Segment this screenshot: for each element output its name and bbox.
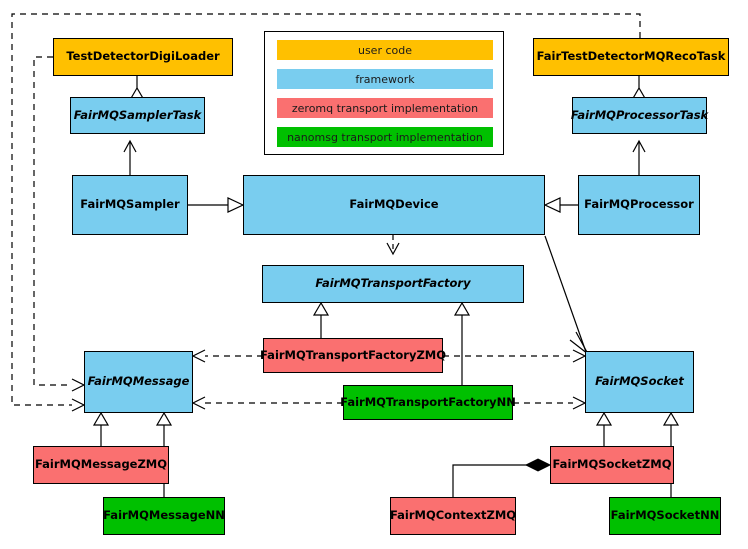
edge-digiloader-message bbox=[33, 56, 72, 386]
class-node-FairMQTransportFactoryNN[interactable]: FairMQTransportFactoryNN bbox=[340, 385, 516, 420]
legend-item-user-code: user code bbox=[277, 40, 493, 60]
class-node-FairMQSocketZMQ[interactable]: FairMQSocketZMQ bbox=[550, 446, 674, 484]
arrowhead-open bbox=[191, 349, 206, 363]
class-node-label: FairMQMessageNN bbox=[103, 508, 225, 523]
class-node-FairMQContextZMQ[interactable]: FairMQContextZMQ bbox=[390, 497, 516, 535]
arrowhead-open bbox=[71, 398, 86, 412]
class-node-FairMQSampler[interactable]: FairMQSampler bbox=[72, 175, 188, 235]
class-node-label: FairMQSocket bbox=[595, 374, 684, 389]
legend-item-zeromq: zeromq transport implementation bbox=[277, 98, 493, 118]
class-node-FairMQSamplerTask[interactable]: FairMQSamplerTask bbox=[70, 97, 205, 134]
arrowhead-open bbox=[191, 396, 206, 410]
arrowhead-open bbox=[632, 139, 646, 153]
arrowhead-open bbox=[386, 242, 400, 256]
class-node-FairMQProcessorTask[interactable]: FairMQProcessorTask bbox=[570, 97, 709, 134]
class-node-label: FairMQMessage bbox=[87, 374, 190, 389]
arrowhead-generalization bbox=[662, 411, 680, 426]
class-node-FairMQSocket[interactable]: FairMQSocket bbox=[585, 351, 694, 413]
legend-label: nanomsg transport implementation bbox=[287, 130, 483, 144]
legend-item-framework: framework bbox=[277, 69, 493, 89]
class-node-label: FairMQContextZMQ bbox=[389, 508, 517, 523]
class-node-FairMQProcessor[interactable]: FairMQProcessor bbox=[578, 175, 700, 235]
arrowhead-open bbox=[71, 378, 86, 392]
arrowhead-generalization bbox=[312, 301, 330, 316]
class-node-label: FairMQSampler bbox=[80, 197, 180, 212]
class-node-FairMQSocketNN[interactable]: FairMQSocketNN bbox=[609, 497, 721, 535]
legend-item-nanomsg: nanomsg transport implementation bbox=[277, 127, 493, 147]
class-node-FairMQMessageZMQ[interactable]: FairMQMessageZMQ bbox=[33, 446, 169, 484]
class-node-label: FairMQTransportFactory bbox=[315, 276, 471, 291]
arrowhead-open bbox=[572, 396, 587, 410]
class-node-FairMQMessage[interactable]: FairMQMessage bbox=[84, 351, 193, 413]
arrowhead-generalization bbox=[92, 411, 110, 426]
edge-contextzmq-socketzmq bbox=[452, 464, 536, 497]
arrowhead-composition bbox=[524, 458, 552, 472]
class-node-label: FairMQSocketNN bbox=[610, 508, 720, 523]
class-node-label: FairMQDevice bbox=[349, 197, 439, 212]
class-node-FairMQMessageNN[interactable]: FairMQMessageNN bbox=[103, 497, 225, 535]
legend-panel: user code framework zeromq transport imp… bbox=[264, 31, 504, 155]
class-node-label: FairTestDetectorMQRecoTask bbox=[536, 49, 726, 64]
class-node-label: TestDetectorDigiLoader bbox=[66, 49, 220, 64]
class-node-label: FairMQTransportFactoryZMQ bbox=[260, 347, 447, 362]
class-node-label: FairMQTransportFactoryNN bbox=[340, 394, 516, 409]
arrowhead-open bbox=[572, 349, 587, 363]
arrowhead-generalization bbox=[155, 411, 173, 426]
class-node-FairMQTransportFactory[interactable]: FairMQTransportFactory bbox=[262, 265, 524, 303]
arrowhead-generalization bbox=[227, 197, 245, 213]
arrowhead-generalization bbox=[453, 301, 471, 316]
class-node-TestDetectorDigiLoader[interactable]: TestDetectorDigiLoader bbox=[53, 38, 233, 76]
class-node-FairTestDetectorMQRecoTask[interactable]: FairTestDetectorMQRecoTask bbox=[533, 38, 729, 76]
legend-label: zeromq transport implementation bbox=[291, 101, 479, 115]
class-node-label: FairMQProcessorTask bbox=[570, 107, 709, 122]
class-node-label: FairMQSamplerTask bbox=[73, 107, 202, 122]
legend-label: user code bbox=[357, 43, 413, 57]
class-node-FairMQDevice[interactable]: FairMQDevice bbox=[243, 175, 545, 235]
arrowhead-generalization bbox=[595, 411, 613, 426]
class-node-label: FairMQMessageZMQ bbox=[34, 457, 168, 472]
legend-label: framework bbox=[355, 72, 415, 86]
arrowhead-open bbox=[123, 139, 137, 153]
edge-recotask-message bbox=[11, 13, 641, 406]
class-node-FairMQTransportFactoryZMQ[interactable]: FairMQTransportFactoryZMQ bbox=[260, 338, 447, 373]
class-node-label: FairMQSocketZMQ bbox=[552, 457, 672, 472]
class-node-label: FairMQProcessor bbox=[584, 197, 694, 212]
edge-device-socket bbox=[544, 235, 587, 353]
arrowhead-generalization bbox=[543, 197, 561, 213]
